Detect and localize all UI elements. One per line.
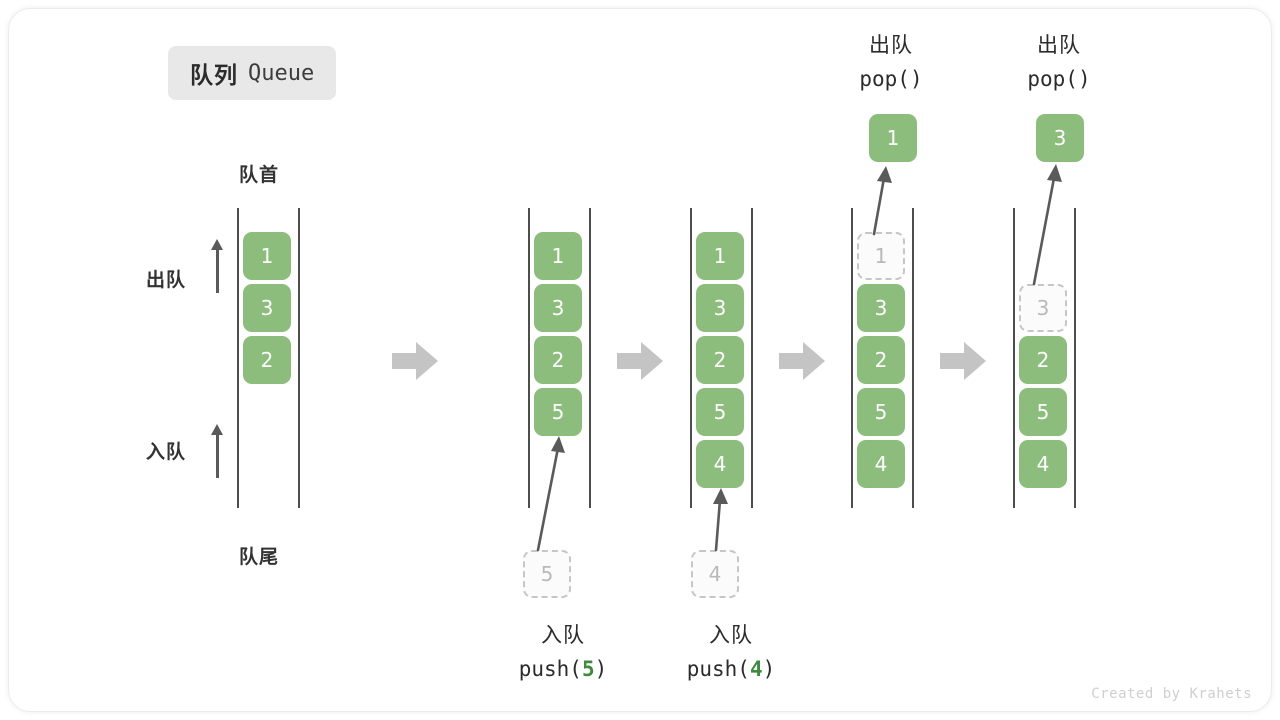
push-arrow-icon	[713, 488, 728, 552]
queue-item: 5	[1019, 388, 1067, 436]
title-badge: 队列 Queue	[168, 46, 337, 100]
queue-item: 2	[243, 336, 291, 384]
queue-item-new: 4	[696, 440, 744, 488]
rail-left	[237, 208, 239, 508]
queue-item: 5	[696, 388, 744, 436]
pop-caption: 出队 pop()	[836, 30, 946, 96]
step-arrow-icon	[779, 342, 825, 380]
title-en: Queue	[248, 60, 315, 86]
queue-item-new: 5	[534, 388, 582, 436]
enqueue-direction-label: 入队	[146, 442, 187, 463]
step-arrow-icon	[392, 342, 438, 380]
push-caption: 入队 push(5)	[508, 620, 618, 686]
rail-right	[912, 208, 914, 508]
rail-left	[690, 208, 692, 508]
queue-item: 2	[1019, 336, 1067, 384]
queue-item: 2	[696, 336, 744, 384]
push-caption-cn: 入队	[709, 624, 753, 647]
popped-element: 3	[1036, 114, 1084, 162]
queue-item: 1	[534, 232, 582, 280]
pop-caption: 出队 pop()	[1004, 30, 1114, 96]
incoming-element-ghost: 4	[691, 550, 739, 598]
rail-right	[751, 208, 753, 508]
enqueue-arrow-shaft	[216, 434, 219, 478]
queue-item: 3	[534, 284, 582, 332]
queue-item: 1	[696, 232, 744, 280]
pop-caption-cn: 出队	[1037, 34, 1081, 57]
queue-item: 2	[534, 336, 582, 384]
rail-left	[851, 208, 853, 508]
queue-tail-label: 队尾	[239, 547, 280, 568]
push-arrow-icon	[536, 436, 565, 552]
queue-item: 3	[696, 284, 744, 332]
queue-item: 4	[857, 440, 905, 488]
incoming-element-ghost: 5	[523, 550, 571, 598]
push-caption-code: push(5)	[518, 656, 608, 681]
push-caption: 入队 push(4)	[676, 620, 786, 686]
queue-item: 3	[243, 284, 291, 332]
pop-caption-code: pop()	[859, 66, 923, 91]
dequeue-direction-label: 出队	[146, 270, 187, 291]
pop-caption-code: pop()	[1027, 66, 1091, 91]
footer-credit: Created by Krahets	[1091, 686, 1252, 702]
rail-left	[528, 208, 530, 508]
rail-left	[1013, 208, 1015, 508]
popped-slot-ghost: 3	[1019, 284, 1067, 332]
pop-arrow-icon	[1032, 164, 1062, 286]
step-arrow-icon	[940, 342, 986, 380]
queue-head-label: 队首	[239, 165, 280, 186]
queue-item: 3	[857, 284, 905, 332]
step-arrow-icon	[617, 342, 663, 380]
enqueue-arrow-head-icon	[211, 424, 223, 435]
popped-element: 1	[869, 114, 917, 162]
popped-slot-ghost: 1	[857, 232, 905, 280]
dequeue-arrow-head-icon	[211, 239, 223, 250]
pop-caption-cn: 出队	[869, 34, 913, 57]
push-caption-cn: 入队	[541, 624, 585, 647]
rail-right	[1074, 208, 1076, 508]
pop-arrow-icon	[872, 166, 892, 236]
queue-item: 5	[857, 388, 905, 436]
queue-item: 1	[243, 232, 291, 280]
rail-right	[589, 208, 591, 508]
queue-item: 4	[1019, 440, 1067, 488]
queue-item: 2	[857, 336, 905, 384]
title-cn: 队列	[190, 62, 238, 88]
dequeue-arrow-shaft	[216, 249, 219, 293]
rail-right	[298, 208, 300, 508]
push-caption-code: push(4)	[686, 656, 776, 681]
